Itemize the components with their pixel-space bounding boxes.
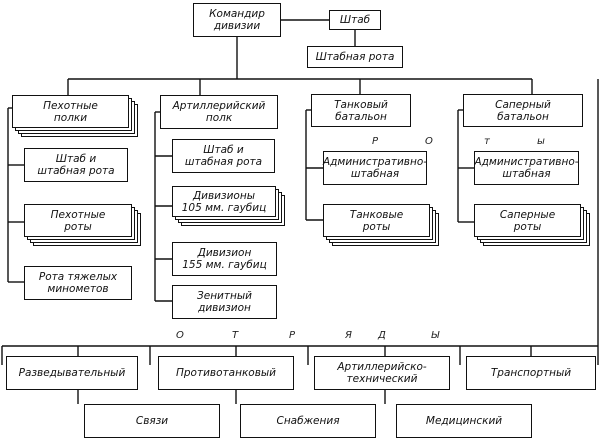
artillery-technical-box: Артиллерийско- технический (314, 356, 450, 390)
artillery-105-box: Дивизионы 105 мм. гаубиц (172, 186, 276, 217)
signals-box: Связи (84, 404, 220, 438)
tank-companies-box: Танковые роты (323, 204, 430, 237)
anti-aircraft-box: Зенитный дивизион (172, 285, 277, 319)
artillery-105-stack: Дивизионы 105 мм. гаубиц (172, 186, 285, 226)
otryady-letter-1: О (176, 330, 184, 341)
infantry-regiments-head: Пехотные полки (12, 95, 129, 128)
artillery-155-box: Дивизион 155 мм. гаубиц (172, 242, 277, 276)
otryady-letter-6: Ы (431, 330, 440, 341)
staff-box: Штаб (329, 10, 381, 30)
transport-box: Транспортный (466, 356, 596, 390)
supply-box: Снабжения (240, 404, 376, 438)
infantry-companies-stack: Пехотные роты (24, 204, 141, 246)
infantry-companies-box: Пехотные роты (24, 204, 132, 237)
anti-tank-box: Противотанковый (158, 356, 294, 390)
sapper-companies-box: Саперные роты (474, 204, 581, 237)
sapper-battalion-head: Саперный батальон (463, 94, 583, 127)
tank-battalion-head: Танковый батальон (311, 94, 411, 127)
otryady-letter-3: Р (289, 330, 296, 341)
tank-letter-r: Р (372, 136, 379, 147)
tank-letter-o: О (425, 136, 433, 147)
tank-companies-stack: Танковые роты (323, 204, 439, 246)
sapper-companies-stack: Саперные роты (474, 204, 590, 246)
infantry-staff-box: Штаб и штабная рота (24, 148, 128, 182)
artillery-staff-box: Штаб и штабная рота (172, 139, 275, 173)
commander-box: Командир дивизии (193, 3, 281, 37)
medical-box: Медицинский (396, 404, 532, 438)
sapper-letter-t: т (484, 136, 490, 147)
reconnaissance-box: Разведывательный (6, 356, 138, 390)
tank-admin-box: Административно- штабная (323, 151, 427, 185)
artillery-regiment-head: Артиллерийский полк (160, 95, 278, 129)
sapper-letter-y: ы (537, 136, 545, 147)
heavy-mortar-company-box: Рота тяжелых минометов (24, 266, 132, 300)
otryady-letter-5: Д (378, 330, 386, 341)
otryady-letter-4: Я (345, 330, 352, 341)
staff-company-box: Штабная рота (307, 46, 403, 68)
sapper-admin-box: Административно- штабная (474, 151, 579, 185)
infantry-regiments-stack: Пехотные полки (12, 95, 138, 137)
otryady-letter-2: Т (232, 330, 239, 341)
